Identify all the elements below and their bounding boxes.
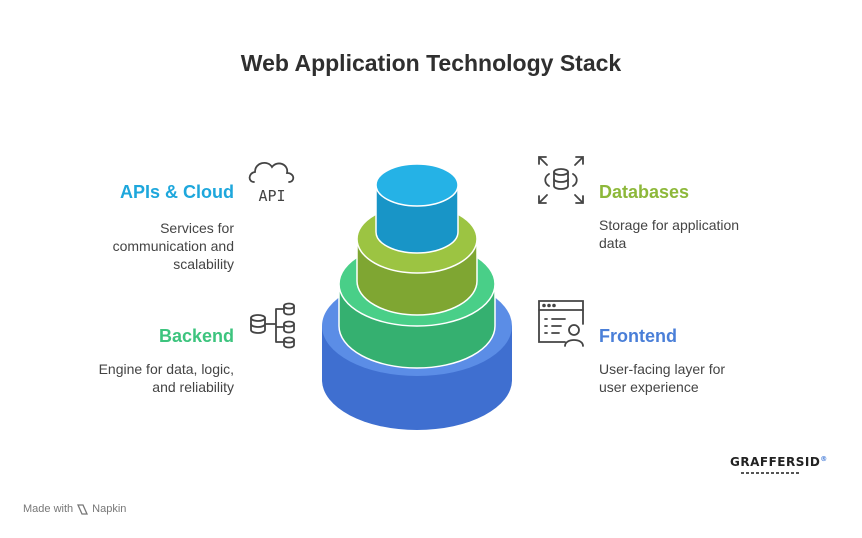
page-title: Web Application Technology Stack xyxy=(240,50,622,76)
backend-description: Engine for data, logic, and reliability xyxy=(99,360,234,396)
description-line: communication and xyxy=(112,238,234,254)
apis-cloud-heading: APIs & Cloud xyxy=(119,182,234,202)
napkin-logo-icon xyxy=(77,503,89,515)
description-line: user experience xyxy=(599,379,699,395)
database-scan-icon xyxy=(538,156,584,204)
database-network-icon xyxy=(250,302,295,349)
backend-heading: Backend xyxy=(158,326,234,346)
frontend-description: User-facing layer for user experience xyxy=(599,360,725,396)
description-line: Storage for application xyxy=(599,217,740,233)
footer-text: Made with xyxy=(23,503,74,515)
graffersid-logo: GRAFFERSID® xyxy=(730,455,827,483)
description-line: scalability xyxy=(173,256,234,272)
databases-description: Storage for application data xyxy=(599,216,739,252)
browser-user-icon xyxy=(538,300,584,347)
description-line: and reliability xyxy=(152,379,234,395)
description-line: Services for xyxy=(160,220,234,236)
api-icon-text: API xyxy=(258,187,285,205)
brand-registered-mark: ® xyxy=(820,455,828,463)
tier-apis-cloud xyxy=(375,163,459,254)
brand-name: GRAFFERSID® xyxy=(730,455,827,469)
cloud-api-icon: API xyxy=(248,161,295,205)
brand-tagline-line xyxy=(741,472,801,474)
databases-heading: Databases xyxy=(599,182,690,202)
frontend-heading: Frontend xyxy=(599,326,677,346)
brand-name-text: GRAFFERSID xyxy=(730,455,821,469)
description-line: Engine for data, logic, xyxy=(98,361,234,377)
description-line: User-facing layer for xyxy=(599,361,726,377)
apis-cloud-description: Services for communication and scalabili… xyxy=(113,219,234,273)
footer-tool-name: Napkin xyxy=(92,503,127,515)
made-with-napkin-footer: Made with Napkin xyxy=(23,503,126,515)
description-line: data xyxy=(599,235,627,251)
